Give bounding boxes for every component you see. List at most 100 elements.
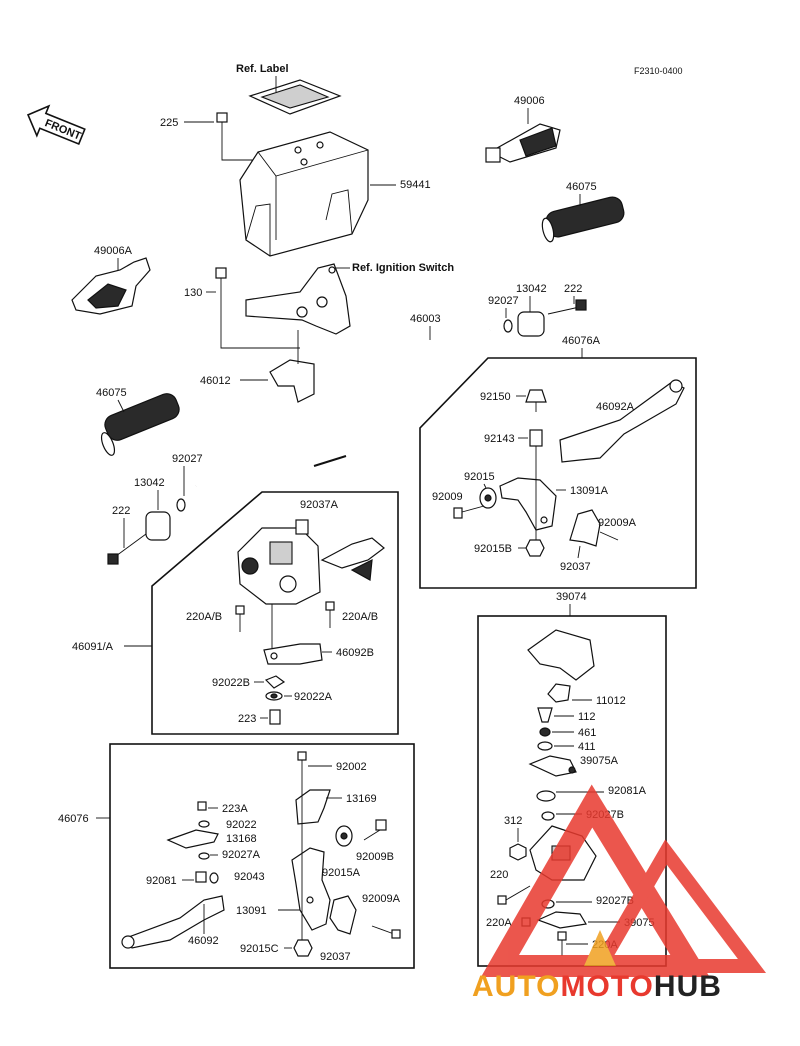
label-92081A: 92081A [608,785,647,797]
label-92150: 92150 [480,391,511,403]
label-223: 223 [238,713,256,725]
front-arrow-icon: FRONT [26,104,86,146]
label-312: 312 [504,815,522,827]
label-13168: 13168 [226,833,257,845]
label-46092B: 46092B [336,647,374,659]
label-46092: 46092 [188,935,219,947]
label-49006: 49006 [514,95,545,107]
grip-cover-49006A [71,257,151,315]
washer-92027A [198,852,210,860]
label-92022B: 92022B [212,677,250,689]
washer-92027B-1 [541,811,555,821]
label-92027-left: 92027 [172,453,203,465]
label-46075-top: 46075 [566,181,597,193]
label-220AB-l: 220A/B [186,611,222,623]
bracket-13091 [291,847,331,931]
bar-end-left [107,498,186,565]
label-92027A: 92027A [222,849,261,861]
lever-46092A [559,379,685,463]
label-39075A: 39075A [580,755,619,767]
label-92037A: 92037A [300,499,339,511]
label-92009A-b: 92009A [362,893,401,905]
label-59441: 59441 [400,179,431,191]
handlebar-clamp-46012 [269,330,315,403]
washer-92015A [335,825,353,847]
label-92037-b: 92037 [320,951,351,963]
clamp-92037-b [329,895,357,935]
label-411: 411 [578,741,596,753]
label-13091A: 13091A [570,485,609,497]
label-461: 461 [578,727,596,739]
label-92009B: 92009B [356,851,394,863]
cover-39074 [527,629,595,681]
bolt-92009B [363,819,387,841]
label-39074: 39074 [556,591,587,603]
switch-block-46091 [237,519,385,605]
parts-92081-92043 [195,871,219,884]
bolt-130 [215,267,227,316]
label-92081: 92081 [146,875,177,887]
part-11012 [547,683,571,703]
nut-92015B [525,470,545,557]
label-46076A: 46076A [562,335,601,347]
nut-92015C [293,784,313,957]
box-46091A [151,491,399,735]
label-92022A: 92022A [294,691,333,703]
box-46076 [109,743,415,969]
label-92022: 92022 [226,819,257,831]
label-92015A: 92015A [322,867,361,879]
watermark-logo [480,784,767,977]
label-92015C: 92015C [240,943,279,955]
label-13042-top: 13042 [516,283,547,295]
washer-92022A [265,691,283,701]
label-220: 220 [490,869,508,881]
label-13042-left: 13042 [134,477,165,489]
label-92015B: 92015B [474,543,512,555]
label-46092A: 46092A [596,401,635,413]
ref-label-plate [248,76,342,115]
stack-112-411 [537,707,553,751]
box-46076A [419,357,697,589]
lever-46092 [121,895,225,949]
label-92002: 92002 [336,761,367,773]
label-13169: 13169 [346,793,377,805]
bolt-92009 [453,505,485,519]
washer-92022B [264,675,286,689]
pin-92143 [529,429,543,470]
plate-39075 [536,911,587,929]
screw-225 [216,112,228,138]
label-ref-ignition: Ref. Ignition Switch [352,262,454,274]
bracket-13091A [499,477,557,531]
screws-220AB [235,601,335,632]
label-46076: 46076 [58,813,89,825]
label-112: 112 [578,711,596,723]
nut-223 [269,709,281,725]
part-13168 [166,820,219,849]
bracket-13169 [295,789,331,825]
clamp-92037 [569,509,619,547]
figure-code: F2310-0400 [634,66,683,76]
label-223A: 223A [222,803,248,815]
ignition-bracket [245,263,351,335]
label-220AB-r: 220A/B [342,611,378,623]
label-222-left: 222 [112,505,130,517]
label-220A-l: 220A [486,917,512,929]
label-92009: 92009 [432,491,463,503]
label-ref-label: Ref. Label [236,63,289,75]
grip-cover-49006 [485,123,561,163]
watermark-text: AUTOMOTOHUB [472,970,722,1003]
label-49006A: 49006A [94,245,133,257]
label-13091: 13091 [236,905,267,917]
ring-92081A [536,790,556,802]
grip-46075-left [100,393,180,456]
label-225: 225 [160,117,178,129]
grip-46075-top [541,196,625,243]
label-92043: 92043 [234,871,265,883]
label-46012: 46012 [200,375,231,387]
handlebar-46003 [192,324,493,492]
bolt-92150 [525,389,547,412]
lever-46092B [263,604,323,665]
label-46075-left: 46075 [96,387,127,399]
label-130: 130 [184,287,202,299]
